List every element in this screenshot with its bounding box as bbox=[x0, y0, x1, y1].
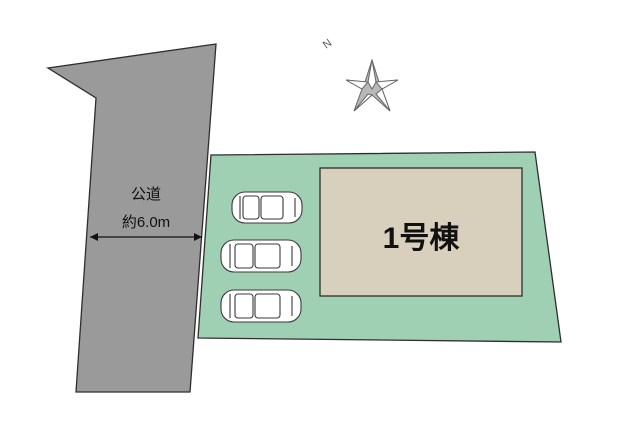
parked-car-1 bbox=[231, 191, 303, 224]
building-1-label: 1号棟 bbox=[383, 222, 461, 255]
public-road bbox=[46, 43, 217, 393]
parked-car-2 bbox=[220, 239, 302, 273]
road-width-arrow bbox=[90, 233, 202, 241]
road-width-label: 約6.0m bbox=[122, 214, 170, 231]
parked-car-3 bbox=[220, 289, 302, 323]
building-1-footprint bbox=[319, 167, 523, 297]
road-label: 公道 bbox=[131, 186, 161, 203]
north-label: N bbox=[321, 37, 334, 51]
north-arrow-compass bbox=[345, 58, 399, 112]
